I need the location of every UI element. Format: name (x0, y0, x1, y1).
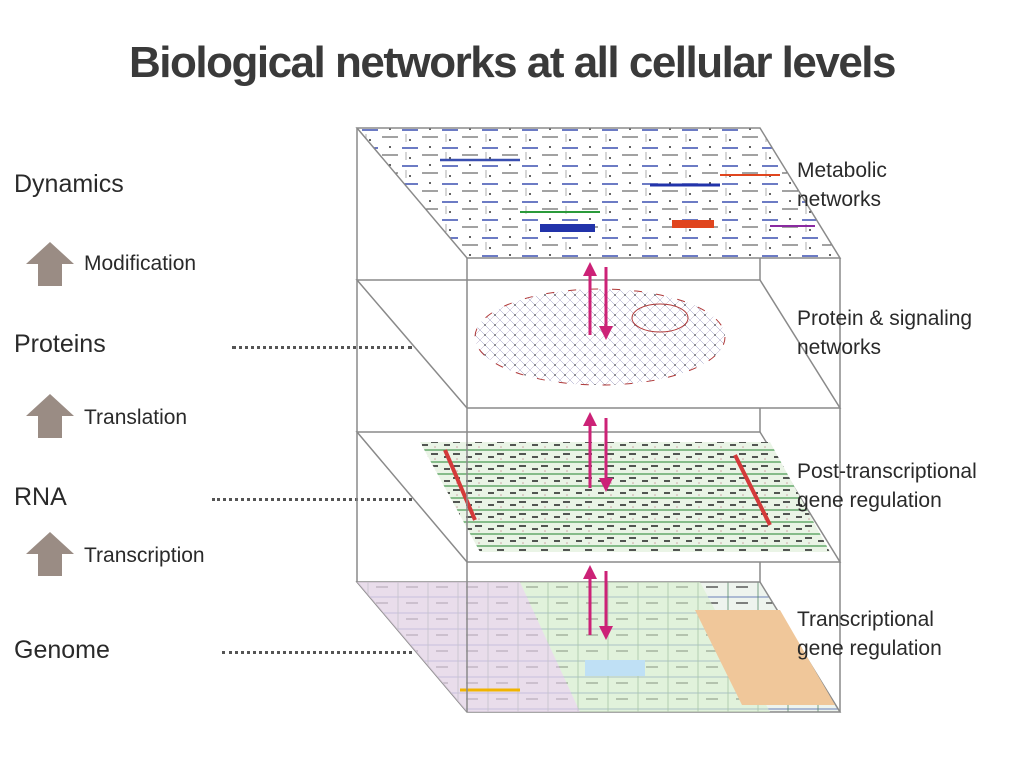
label-protein-networks: Protein & signaling networks (797, 307, 973, 359)
label-metabolic-networks: Metabolic networks (797, 159, 887, 211)
level-genome: Genome (14, 636, 110, 664)
double-arrow-icon (583, 262, 613, 340)
process-translation: Translation (84, 406, 188, 429)
page-title: Biological networks at all cellular leve… (129, 38, 897, 87)
leader-line-rna (212, 498, 412, 501)
leader-line-genome (222, 651, 412, 654)
leader-line-proteins (232, 346, 412, 349)
process-transcription: Transcription (84, 544, 205, 567)
label-post-transcriptional: Post-transcriptional gene regulation (797, 460, 977, 512)
up-arrow-icon (26, 532, 74, 576)
up-arrow-icon (26, 394, 74, 438)
level-proteins: Proteins (14, 330, 106, 358)
label-transcriptional: Transcriptional gene regulation (797, 608, 942, 660)
double-arrow-icon (583, 565, 613, 640)
metabolic-layer (355, 127, 842, 259)
level-rna: RNA (14, 483, 67, 511)
double-arrow-icon (583, 412, 613, 492)
process-modification: Modification (84, 252, 197, 275)
up-arrow-icon (26, 242, 74, 286)
level-dynamics: Dynamics (14, 170, 124, 198)
